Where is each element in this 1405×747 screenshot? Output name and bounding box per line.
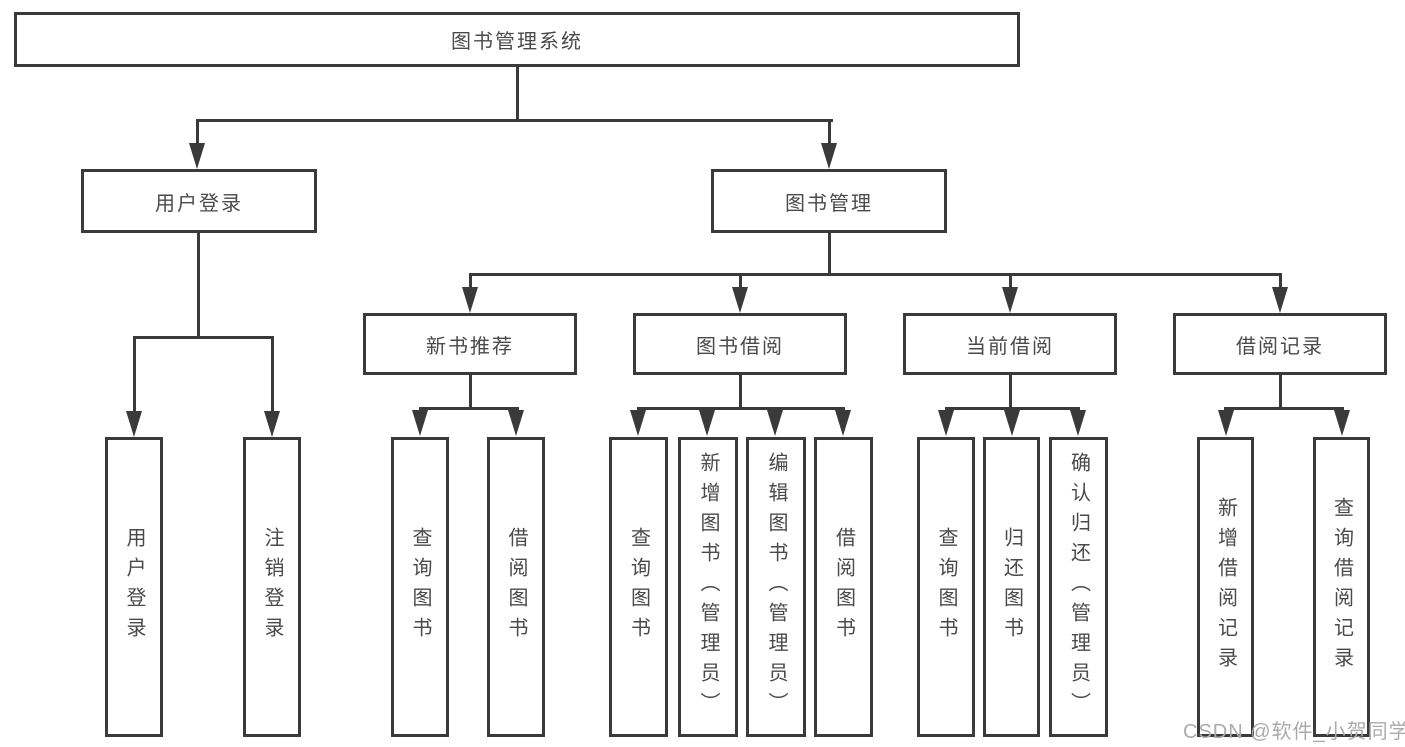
connector-arrow — [1272, 287, 1288, 313]
node-label: 借阅图书 — [832, 527, 855, 647]
leaf-add-book-admin: 新增图书（管理员） — [678, 437, 738, 737]
node-label: 用户登录 — [123, 527, 145, 647]
node-user-login: 用户登录 — [81, 169, 317, 233]
connector-line — [469, 273, 1282, 276]
leaf-query-book-recommend: 查询图书 — [391, 437, 449, 737]
node-root: 图书管理系统 — [14, 12, 1020, 67]
node-label: 图书借阅 — [696, 335, 784, 358]
connector-line — [133, 336, 136, 412]
leaf-edit-book-admin: 编辑图书（管理员） — [746, 437, 806, 737]
connector-arrow — [821, 143, 837, 169]
watermark: CSDN @软件_小贺同学 — [1183, 721, 1405, 743]
leaf-user-login: 用户登录 — [105, 437, 163, 737]
connector-arrow — [835, 410, 851, 436]
connector-line — [197, 233, 200, 339]
connector-arrow — [732, 287, 748, 313]
connector-arrow — [767, 410, 783, 436]
connector-line — [271, 336, 274, 412]
connector-line — [828, 119, 831, 146]
connector-line — [1279, 375, 1282, 410]
node-label: 确认归还（管理员） — [1067, 452, 1090, 722]
leaf-confirm-return-admin: 确认归还（管理员） — [1049, 437, 1108, 737]
connector-line — [945, 407, 1080, 410]
node-current-borrow: 当前借阅 — [903, 313, 1117, 375]
connector-arrow — [264, 411, 280, 437]
node-label: 图书管理 — [785, 192, 873, 215]
connector-line — [469, 273, 472, 288]
connector-arrow — [462, 287, 478, 313]
leaf-query-borrow-record: 查询借阅记录 — [1313, 437, 1370, 737]
connector-arrow — [699, 410, 715, 436]
node-label: 查询图书 — [935, 527, 957, 647]
connector-line — [828, 233, 831, 276]
connector-line — [197, 119, 833, 122]
connector-arrow — [189, 143, 205, 169]
connector-arrow — [1218, 410, 1234, 436]
node-book-management: 图书管理 — [711, 169, 947, 233]
connector-arrow — [1004, 410, 1020, 436]
connector-arrow — [1002, 287, 1018, 313]
node-label: 当前借阅 — [966, 335, 1054, 358]
node-label: 归还图书 — [1000, 527, 1023, 647]
node-label: 新增图书（管理员） — [697, 452, 719, 722]
connector-line — [1279, 273, 1282, 288]
connector-arrow — [508, 410, 524, 436]
node-label: 新增借阅记录 — [1214, 497, 1237, 677]
leaf-return-book: 归还图书 — [983, 437, 1040, 737]
connector-line — [419, 407, 519, 410]
leaf-query-book-current: 查询图书 — [917, 437, 975, 737]
node-label: 借阅图书 — [505, 527, 527, 647]
connector-line — [1009, 375, 1012, 410]
leaf-borrow-book-recommend: 借阅图书 — [487, 437, 545, 737]
connector-line — [196, 119, 199, 146]
node-label: 查询图书 — [627, 527, 650, 647]
node-label: 新书推荐 — [426, 335, 514, 358]
node-book-borrow: 图书借阅 — [633, 313, 847, 375]
node-label: 查询借阅记录 — [1330, 497, 1353, 677]
connector-arrow — [126, 411, 142, 437]
connector-line — [1009, 273, 1012, 288]
connector-line — [739, 375, 742, 410]
leaf-query-book-borrow: 查询图书 — [609, 437, 668, 737]
connector-line — [637, 407, 845, 410]
node-label: 查询图书 — [409, 527, 431, 647]
connector-line — [469, 375, 472, 410]
node-new-book-recommend: 新书推荐 — [363, 313, 577, 375]
node-label: 借阅记录 — [1236, 335, 1324, 358]
connector-arrow — [412, 410, 428, 436]
node-label: 注销登录 — [261, 527, 283, 647]
connector-line — [133, 336, 274, 339]
connector-line — [739, 273, 742, 288]
leaf-logout: 注销登录 — [243, 437, 301, 737]
connector-arrow — [938, 410, 954, 436]
node-label: 图书管理系统 — [451, 31, 583, 53]
connector-arrow — [1334, 410, 1350, 436]
connector-line — [516, 67, 519, 122]
node-borrow-records: 借阅记录 — [1173, 313, 1387, 375]
connector-arrow — [630, 410, 646, 436]
node-label: 编辑图书（管理员） — [765, 452, 787, 722]
connector-line — [1224, 407, 1344, 410]
node-label: 用户登录 — [155, 192, 243, 215]
connector-arrow — [1070, 410, 1086, 436]
leaf-borrow-book: 借阅图书 — [814, 437, 873, 737]
leaf-add-borrow-record: 新增借阅记录 — [1197, 437, 1254, 737]
